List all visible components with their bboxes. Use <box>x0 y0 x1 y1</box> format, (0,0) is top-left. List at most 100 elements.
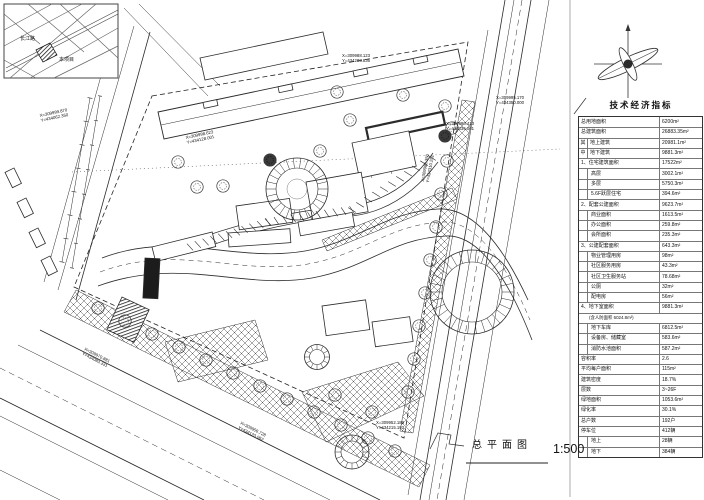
building-outline <box>371 316 414 348</box>
table-value-cell: 18.7% <box>659 375 702 385</box>
tree-icon <box>438 129 452 143</box>
tree-icon <box>334 418 348 432</box>
tree-icon <box>418 286 432 300</box>
table-value-cell: 235.3m² <box>659 231 702 241</box>
table-label-cell: 地下车库 <box>587 323 659 334</box>
table-row: 平均每户面积 115m² <box>579 364 702 375</box>
table-value-cell: 98m² <box>659 251 702 262</box>
table-label-cell: 平均每户面积 <box>581 366 612 373</box>
tree-icon <box>118 314 132 328</box>
table-value-cell: 583.6m² <box>659 334 702 344</box>
table-value-cell: 192户 <box>659 416 702 426</box>
tree-icon <box>199 353 213 367</box>
table-label-cell: 4、地下室面积 <box>581 304 614 311</box>
table-label-cell: 高层 <box>587 169 659 179</box>
table-value-cell: 384辆 <box>659 447 702 457</box>
building-outline <box>351 130 417 179</box>
table-row: 4、地下室面积 9881.3m² <box>579 302 702 313</box>
tree-icon <box>438 99 452 113</box>
tree-icon <box>434 187 448 201</box>
paving-band-upper <box>321 187 458 252</box>
tree-icon <box>365 405 379 419</box>
table-value-cell: 28辆 <box>659 437 702 447</box>
table-value-cell: 1053.6m² <box>659 396 702 406</box>
tree-icon <box>190 180 204 194</box>
tree-icon <box>328 388 342 402</box>
table-label-cell: 商业面积 <box>587 210 659 220</box>
table-label-cell: 会所面积 <box>587 231 659 241</box>
coordinate-label: X=309999.870Y=434062.350 <box>39 107 69 123</box>
tree-icon <box>343 113 357 127</box>
table-value-cell: 78.68m² <box>659 272 702 282</box>
table-value-cell: 20981.1m² <box>659 138 702 148</box>
table-value-cell: 5750.3m² <box>659 179 702 190</box>
table-value-cell: 2.6 <box>659 354 702 365</box>
paving-plaza-east <box>301 361 425 443</box>
table-value-cell: 6200m² <box>659 117 702 128</box>
table-value-cell: 115m² <box>659 365 702 375</box>
table-note: (含人防面积 6024.8m²) <box>589 315 634 321</box>
tree-icon <box>407 352 421 366</box>
table-label-cell: 总用地面积 <box>581 118 607 125</box>
coordinate-label: X=309985.350Y=434310.251 <box>420 153 435 183</box>
tree-icon <box>396 88 410 102</box>
existing-building-northwest <box>199 31 329 81</box>
tree-icon <box>401 385 415 399</box>
table-label-cell: 地下 <box>587 447 659 457</box>
tree-icon <box>423 253 437 267</box>
table-value-cell: 587.2m² <box>659 344 702 354</box>
table-label-cell: 多层 <box>587 179 659 190</box>
building-outline <box>352 67 369 78</box>
tree-icon <box>361 431 375 445</box>
tree-icon <box>313 144 327 158</box>
table-value-cell: 9881.3m² <box>659 303 702 313</box>
table-label-cell: 5.6F跃层住宅 <box>587 190 659 200</box>
inset-site-marker <box>35 42 58 63</box>
table-label-cell: 绿地面积 <box>581 397 602 404</box>
bottom-edge-structure <box>429 432 465 450</box>
table-value-cell: 9623.7m² <box>659 200 702 210</box>
table-label-cell: 地下建筑 <box>590 150 611 157</box>
table-value-cell: 17522m² <box>659 159 702 169</box>
tree-icon <box>145 327 159 341</box>
tree-icon <box>388 444 402 458</box>
north-arrow-tip <box>625 24 631 31</box>
table-row: 总用地面积 6200m² <box>579 117 702 128</box>
table-label-cell: 绿化率 <box>581 407 597 414</box>
inset-road-label: 长江路 <box>20 35 35 42</box>
table-value-cell: 3002.1m² <box>659 169 702 179</box>
table-row: 绿地面积 1053.6m² <box>579 395 702 406</box>
building-outline <box>277 83 294 94</box>
table-value-cell: 32m² <box>659 282 702 293</box>
building-outline <box>4 167 22 189</box>
table-row: (含人防面积 6024.8m²) <box>579 312 702 323</box>
tree-icon <box>253 379 267 393</box>
table-label-cell: 停车位 <box>581 428 597 435</box>
building-outline <box>321 299 371 337</box>
table-value-cell: 43.3m² <box>659 262 702 272</box>
paving-plaza-west <box>164 319 269 383</box>
table-value-cell: 1613.5m² <box>659 210 702 220</box>
tree-icon <box>440 154 454 168</box>
